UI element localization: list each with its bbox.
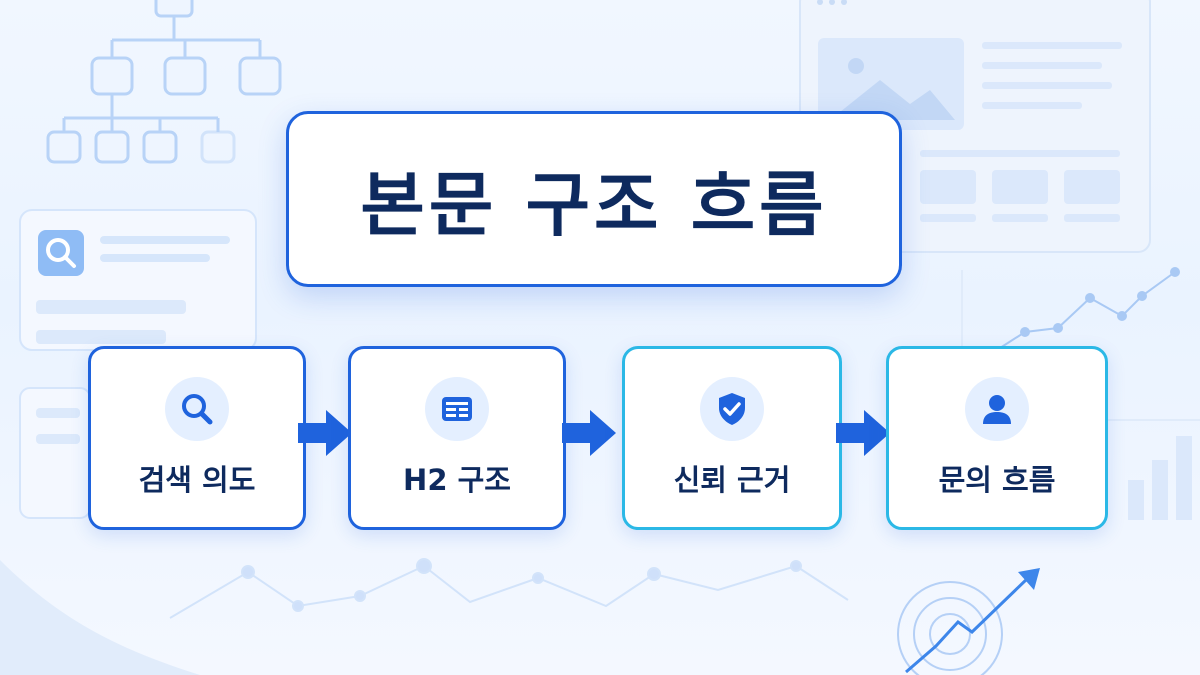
step-label: H2 구조 [403, 463, 511, 497]
org-chart-illustration [46, 0, 282, 164]
shield-check-icon [700, 377, 764, 441]
layout-icon [425, 377, 489, 441]
step-card-inquiry-flow: 문의 흐름 [886, 346, 1108, 530]
diagram-title: 본문 구조 흐름 [360, 163, 828, 246]
arrow-right-icon [298, 410, 352, 456]
step-card-h2-structure: H2 구조 [348, 346, 566, 530]
user-icon [965, 377, 1029, 441]
arrow-right-icon [836, 410, 890, 456]
target-growth-illustration [897, 568, 1040, 675]
step-label: 문의 흐름 [938, 463, 1056, 497]
search-icon [165, 377, 229, 441]
step-label: 검색 의도 [138, 463, 256, 497]
search-panel-illustration [19, 209, 257, 519]
arrow-right-icon [562, 410, 616, 456]
step-card-search-intent: 검색 의도 [88, 346, 306, 530]
step-card-trust-evidence: 신뢰 근거 [622, 346, 842, 530]
step-label: 신뢰 근거 [673, 463, 791, 497]
network-illustration [169, 558, 849, 619]
title-card: 본문 구조 흐름 [286, 111, 902, 287]
bar-chart-illustration [1128, 436, 1192, 520]
